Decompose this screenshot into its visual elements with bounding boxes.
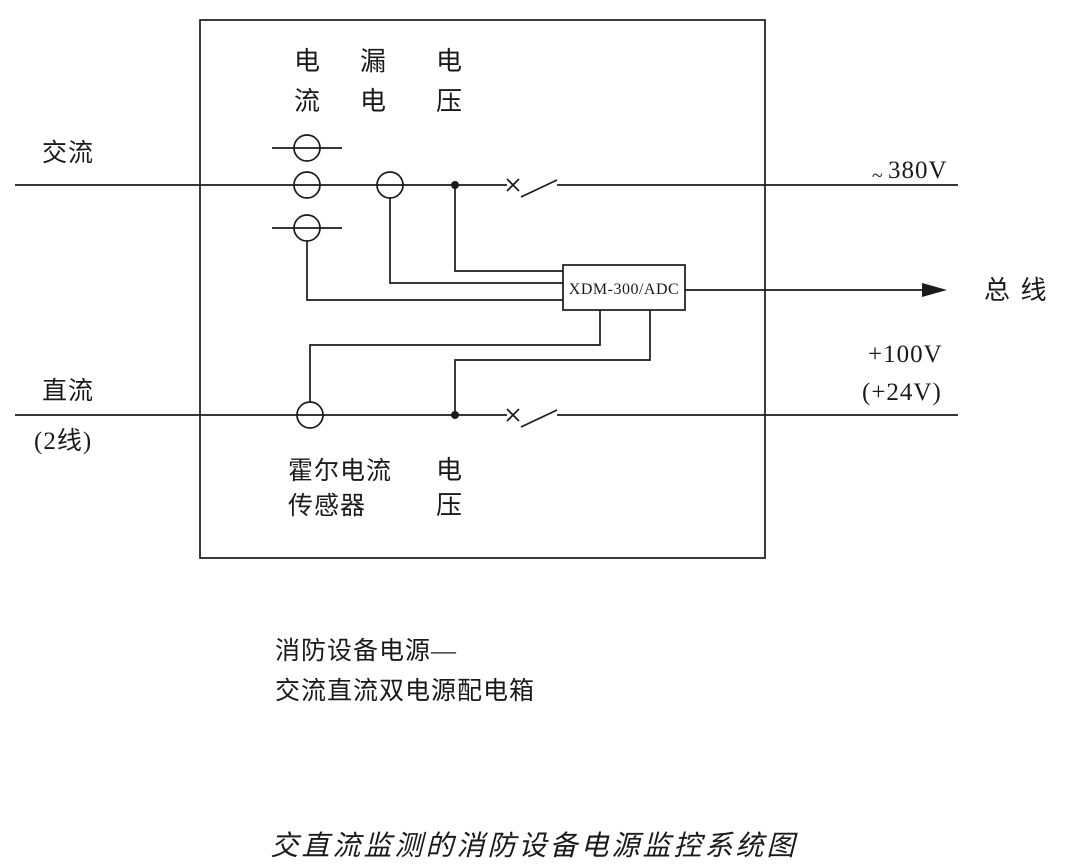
box-caption-line2: 交流直流双电源配电箱 xyxy=(275,677,535,705)
bus-label: 总 线 xyxy=(984,276,1049,305)
ac-voltage-tap-wire xyxy=(454,185,563,272)
dc-voltage-col-char2: 压 xyxy=(436,491,464,520)
current-label-char2: 流 xyxy=(294,87,322,116)
module-to-hall-wire xyxy=(309,310,601,402)
module-to-dc-tap-wire xyxy=(454,310,651,415)
ac-voltage-col-char2: 压 xyxy=(436,87,464,116)
dc-sub-label: (2线) xyxy=(34,427,92,455)
dc-switch-x-mark-2 xyxy=(506,408,520,422)
hall-sensor-label-line2: 传感器 xyxy=(288,492,366,520)
bus-arrowhead-icon xyxy=(922,283,947,297)
box-caption-line1: 消防设备电源— xyxy=(275,637,457,665)
leakage-to-module-wire xyxy=(389,198,563,284)
ac-switch xyxy=(506,178,558,198)
dc-voltage-secondary-label: (+24V) xyxy=(862,379,942,406)
drawing-title: 交直流监测的消防设备电源监控系统图 xyxy=(270,831,798,862)
dc-switch-blade xyxy=(520,409,558,428)
module-box xyxy=(562,264,686,311)
ac-switch-blade xyxy=(520,179,558,198)
module-label: XDM-300/ADC xyxy=(569,281,679,298)
dc-label: 直流 xyxy=(42,377,94,405)
ct-circle-top xyxy=(293,134,321,162)
bus-line xyxy=(685,283,947,297)
ac-voltage-tilde: ~ xyxy=(872,165,883,187)
dc-voltage-primary-label: +100V xyxy=(868,341,943,368)
ac-voltage-label: 380V xyxy=(888,157,948,184)
dc-junction-dot xyxy=(451,411,459,419)
dc-voltage-col-char1: 电 xyxy=(436,456,464,485)
ac-label: 交流 xyxy=(42,139,94,167)
ac-voltage-col-char1: 电 xyxy=(436,47,464,76)
ct-circle-middle xyxy=(293,171,321,199)
ac-switch-x-mark-2 xyxy=(506,178,520,192)
current-transformers xyxy=(272,134,342,242)
dc-switch xyxy=(506,408,558,428)
leakage-label-char2: 电 xyxy=(360,87,388,116)
ct-to-module-wire xyxy=(306,241,563,301)
leakage-label-char1: 漏 xyxy=(360,47,388,76)
hall-sensor-circle xyxy=(296,401,324,429)
current-label-char1: 电 xyxy=(294,47,322,76)
distribution-box-outline xyxy=(199,19,766,559)
hall-sensor-label-line1: 霍尔电流 xyxy=(288,457,392,485)
